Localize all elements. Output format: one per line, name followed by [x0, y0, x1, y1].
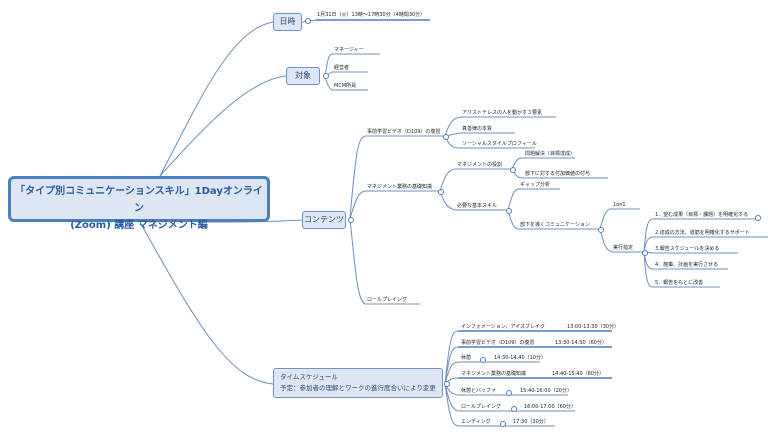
schedule-row-time: 13:30-14:30（60分） — [555, 340, 607, 346]
gap-analysis[interactable]: ギャップ分析 — [520, 182, 551, 188]
schedule-row-name[interactable]: エンディング — [461, 419, 491, 425]
support-step[interactable]: 5．報告をもとに改善 — [655, 280, 704, 286]
central-title-line2: (Zoom) 講座 マネジメント編 — [70, 220, 208, 231]
schedule-row-name[interactable]: 事前学習ビデオ（D109）の復習 — [461, 340, 535, 346]
video-item[interactable]: 真善律の本質 — [462, 126, 493, 132]
topic-nichiji-label: 日時 — [279, 17, 296, 26]
schedule-row-time: 17:30（30分） — [513, 419, 549, 425]
schedule-row-time: 15:40-16:00（20分） — [520, 388, 572, 394]
schedule-row-time: 14:40-15:40（60分） — [552, 371, 604, 377]
expand-toggle-icon[interactable] — [755, 215, 761, 221]
collapse-toggle-icon[interactable] — [598, 227, 604, 233]
schedule-row-time: 16:00-17:00（60分） — [524, 404, 576, 410]
schedule-row-time: 13:00-13:30（30分） — [567, 324, 619, 330]
schedule-row-name[interactable]: マネジメント業務の基礎知識 — [461, 371, 527, 377]
collapse-toggle-icon[interactable] — [642, 250, 648, 256]
topic-nichiji[interactable]: 日時 — [273, 13, 302, 31]
note-icon[interactable] — [500, 421, 506, 427]
roleplay-topic[interactable]: ロールプレイング — [367, 297, 408, 303]
note-icon[interactable] — [506, 390, 512, 396]
support-step[interactable]: 3.報告スケジュールを決める — [655, 246, 720, 252]
collapse-toggle-icon[interactable] — [444, 381, 450, 387]
role-item[interactable]: 問題解決（目標達成） — [525, 151, 576, 157]
topic-contents-label: コンテンツ — [304, 215, 344, 224]
skills-topic[interactable]: 必要な基本スキル — [457, 203, 498, 209]
collapse-toggle-icon[interactable] — [443, 134, 449, 140]
note-icon[interactable] — [480, 357, 486, 363]
oneonone-item[interactable]: 1on1 — [613, 202, 626, 208]
collapse-toggle-icon[interactable] — [510, 167, 516, 173]
topic-contents[interactable]: コンテンツ — [302, 211, 346, 229]
taisho-item[interactable]: マネージャー — [334, 47, 364, 53]
taisho-item[interactable]: MCM所員 — [334, 83, 357, 89]
collapse-toggle-icon[interactable] — [323, 73, 329, 79]
support-topic[interactable]: 実行指定 — [613, 245, 634, 251]
topic-taisho-label: 対象 — [295, 71, 311, 80]
topic-schedule-label: タイムスケジュール — [280, 373, 338, 381]
schedule-row-name[interactable]: 休憩とバッファ — [461, 388, 497, 394]
support-step[interactable]: 1．望む成果（目標・課題）を明確化する — [655, 212, 749, 218]
support-step[interactable]: 4．施策、計画を実行させる — [655, 262, 719, 268]
role-topic[interactable]: マネジメントの役割 — [457, 162, 503, 168]
basics-topic[interactable]: マネジメント業務の基礎知識 — [367, 184, 433, 190]
collapse-toggle-icon[interactable] — [506, 208, 512, 214]
collapse-toggle-icon[interactable] — [305, 18, 311, 24]
schedule-row-name[interactable]: インフォメーション、アイスブレイク — [461, 324, 545, 330]
central-topic[interactable]: 「タイプ別コミュニケーションスキル」1Dayオンライン (Zoom) 講座 マネ… — [8, 176, 270, 231]
taisho-item[interactable]: 経営者 — [334, 65, 350, 71]
comm-topic[interactable]: 部下を導くコミュニケーション — [520, 222, 590, 228]
note-icon[interactable] — [511, 406, 517, 412]
schedule-row-time: 14:30-14:40（10分） — [494, 355, 546, 361]
topic-taisho[interactable]: 対象 — [286, 67, 320, 85]
video-review-topic[interactable]: 事前学習ビデオ（D109）の復習 — [367, 129, 441, 135]
schedule-row-name[interactable]: ロールプレイング — [461, 404, 502, 410]
collapse-toggle-icon[interactable] — [438, 189, 444, 195]
role-item[interactable]: 部下に対する付加価値の付与 — [525, 171, 591, 177]
collapse-toggle-icon[interactable] — [348, 217, 354, 223]
topic-schedule[interactable]: タイムスケジュール 予定：参加者の理解とワークの進行度合いにより変更 — [273, 368, 443, 398]
video-item[interactable]: アリストテレスの人を動かす３要素 — [462, 110, 543, 116]
central-title-line1: 「タイプ別コミュニケーションスキル」1Dayオンライン — [15, 186, 263, 214]
support-step[interactable]: 2.達成の方法、道筋を明確化するサポート — [655, 230, 750, 236]
video-item[interactable]: ソーシャルスタイルプロフィール — [462, 141, 537, 147]
schedule-row-name[interactable]: 休憩 — [461, 355, 472, 361]
topic-schedule-note: 予定：参加者の理解とワークの進行度合いにより変更 — [280, 384, 436, 392]
nichiji-value[interactable]: 1月31日（火）13時〜17時30分（4時間30分） — [317, 12, 426, 18]
